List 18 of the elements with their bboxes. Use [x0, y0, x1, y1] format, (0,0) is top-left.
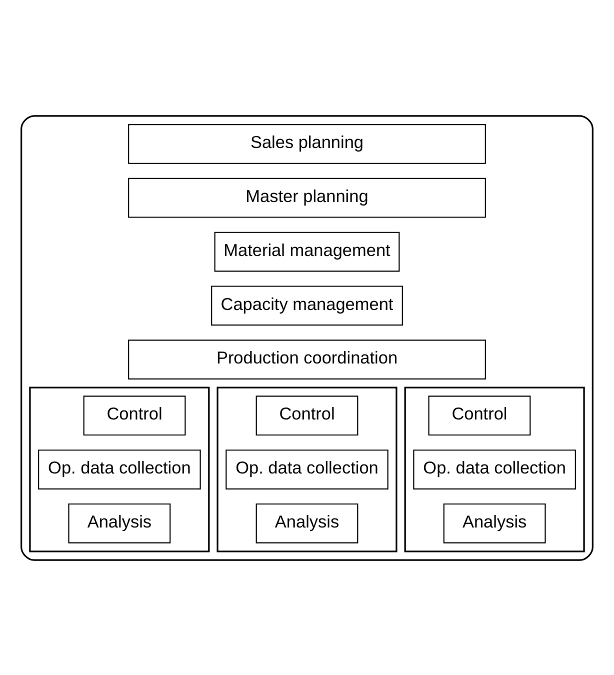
node-box: Production coordination	[128, 339, 486, 379]
cluster	[216, 386, 398, 552]
node-box: Analysis	[256, 502, 358, 543]
node-box: Sales planning	[128, 124, 486, 164]
node-box: Master planning	[128, 177, 486, 218]
node-box: Analysis	[68, 502, 171, 543]
node-box: Control	[256, 395, 358, 436]
node-box: Analysis	[443, 502, 546, 543]
node-box: Op. data collection	[226, 449, 388, 489]
node-box: Capacity management	[211, 285, 403, 326]
node-box: Control	[428, 395, 531, 436]
node-box: Op. data collection	[38, 449, 201, 489]
cluster	[20, 114, 594, 560]
node-box: Control	[83, 395, 186, 436]
cluster	[29, 386, 210, 552]
cluster	[404, 386, 585, 552]
node-box: Material management	[214, 231, 400, 272]
node-box: Op. data collection	[413, 449, 576, 489]
